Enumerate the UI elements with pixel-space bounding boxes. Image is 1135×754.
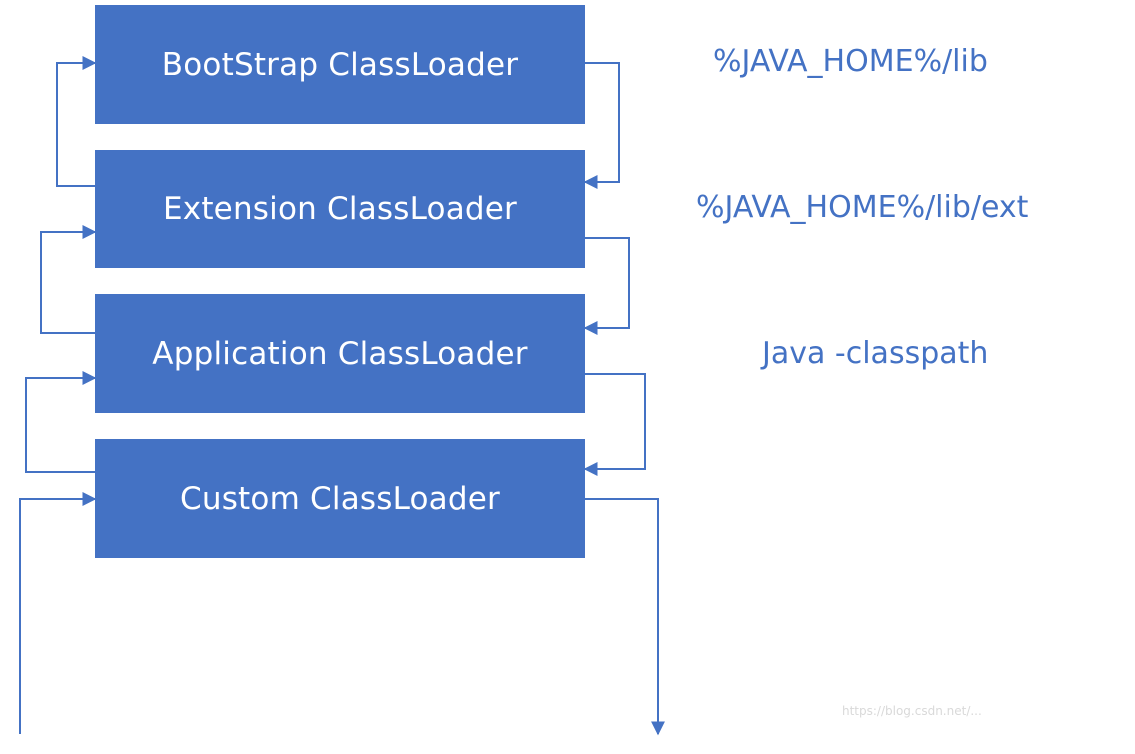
bootstrap-path-label: %JAVA_HOME%/lib [713,44,988,79]
extension-classloader-label: Extension ClassLoader [163,191,517,227]
request-arrow-into-custom [19,492,97,734]
fallback-arrow-bootstrap-to-extension [583,62,620,189]
watermark-text: https://blog.csdn.net/... [842,704,982,718]
extension-path-label: %JAVA_HOME%/lib/ext [696,190,1029,225]
bootstrap-classloader-label: BootStrap ClassLoader [161,46,519,83]
application-classloader-label: Application ClassLoader [152,335,528,372]
extension-classloader-box: Extension ClassLoader [95,150,585,268]
bootstrap-classloader-box: BootStrap ClassLoader [95,5,585,124]
fallback-arrow-extension-to-application [583,237,630,335]
custom-classloader-label: Custom ClassLoader [180,480,500,517]
delegate-arrow-application-to-extension [40,225,97,334]
result-arrow-out-of-custom [585,498,665,736]
fallback-arrow-application-to-custom [583,373,646,476]
delegate-arrow-custom-to-application [25,371,97,473]
custom-classloader-box: Custom ClassLoader [95,439,585,558]
application-path-label: Java -classpath [762,336,989,371]
delegate-arrow-extension-to-bootstrap [56,56,97,187]
application-classloader-box: Application ClassLoader [95,294,585,413]
